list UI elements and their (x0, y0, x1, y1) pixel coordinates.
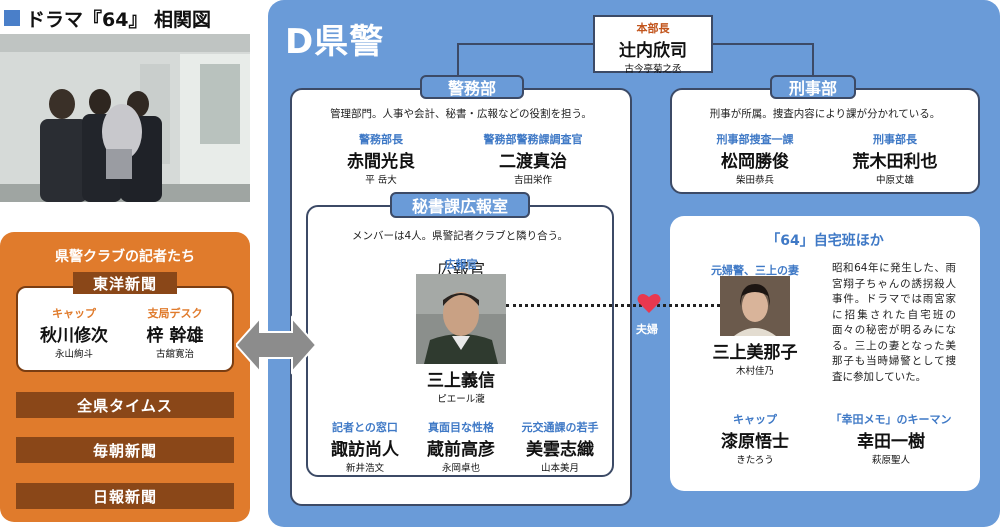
keiji-department-box (670, 88, 980, 194)
person-arakida: 刑事部長 荒木田利也 中原丈雄 (830, 131, 960, 186)
person-role: 警務部警務課調査官 (483, 133, 583, 146)
person-name: 三上義信 (427, 371, 495, 391)
person-name: 三上美那子 (712, 343, 798, 363)
person-minako: 三上美那子 木村佳乃 (690, 338, 820, 377)
person-actor: きたろう (736, 455, 774, 466)
person-actor: 柴田恭兵 (735, 175, 774, 186)
wife-role: 元婦警、三上の妻 (711, 264, 799, 277)
person-matsuoka: 刑事部捜査一課 松岡勝俊 柴田恭兵 (690, 131, 820, 186)
person-actor: 中原丈雄 (875, 175, 914, 186)
person-akama: 警務部長 赤間光良 平 岳大 (316, 131, 446, 186)
jitaku-team-box (670, 216, 980, 491)
hq-chief-box: 本部長 辻内欣司 古今亭菊之丞 (593, 15, 713, 75)
press-club-title: 県警クラブの記者たち (55, 249, 195, 265)
toyo-newspaper-label: 東洋新聞 (73, 272, 177, 294)
person-name: 漆原悟士 (721, 432, 789, 452)
person-azusa: 支局デスク 梓 幹雄 古舘寛治 (125, 305, 225, 360)
person-actor: 吉田栄作 (513, 175, 552, 186)
person-koda: 「幸田メモ」のキーマン 幸田一樹 萩原聖人 (818, 411, 964, 466)
newspaper-zenken-times: 全県タイムス (16, 392, 234, 418)
person-role: キャップ (52, 307, 96, 320)
person-akikawa: キャップ 秋川修次 永山絢斗 (24, 305, 124, 360)
person-actor: 木村佳乃 (735, 366, 774, 377)
person-role: 刑事部捜査一課 (716, 133, 794, 146)
person-name: 荒木田利也 (852, 152, 938, 172)
org-connector-lines (457, 43, 814, 87)
jitaku-team-title: 「64」自宅班ほか (766, 233, 884, 249)
double-arrow-icon (236, 315, 316, 375)
person-mikumo: 元交通課の若手 美雲志織 山本美月 (508, 419, 612, 474)
person-urushibara: キャップ 漆原悟士 きたろう (690, 411, 820, 466)
person-actor: 古舘寛治 (155, 349, 194, 360)
person-actor: 萩原聖人 (871, 455, 910, 466)
keiji-department-label: 刑事部 (770, 75, 856, 99)
scene-photo (0, 34, 250, 202)
keimu-description: 管理部門。人事や会計、秘書・広報などの役割を担う。 (330, 108, 592, 120)
newspaper-nippo: 日報新聞 (16, 483, 234, 509)
person-role: 警務部長 (359, 133, 403, 146)
photo-mikami-yoshinobu (416, 274, 506, 364)
person-actor: 山本美月 (540, 463, 579, 474)
person-suwa: 記者との窓口 諏訪尚人 新井浩文 (318, 419, 412, 474)
person-actor: 新井浩文 (345, 463, 384, 474)
hq-role: 本部長 (636, 22, 670, 35)
person-actor: ピエール瀧 (437, 394, 485, 405)
pr-office-description: メンバーは4人。県警記者クラブと隣り合う。 (351, 230, 569, 242)
diagram-title: ドラマ『64』 相関図 (4, 4, 211, 32)
title-text: ドラマ『64』 相関図 (26, 8, 212, 31)
toyo-newspaper-box (16, 286, 234, 372)
person-role: 元交通課の若手 (521, 421, 599, 434)
person-futawatari: 警務部警務課調査官 二渡真治 吉田栄作 (458, 131, 608, 186)
hq-actor: 古今亭菊之丞 (624, 64, 682, 75)
pr-lead-role-label: 広報官 (444, 258, 478, 271)
person-role: 真面目な性格 (428, 421, 494, 434)
pr-office-label: 秘書課広報室 (390, 192, 530, 218)
person-role: 刑事部長 (873, 133, 917, 146)
photo-mikami-minako (720, 276, 790, 336)
person-name: 梓 幹雄 (146, 326, 204, 346)
newspaper-maicho: 毎朝新聞 (16, 437, 234, 463)
spouse-relation-label: 夫婦 (636, 323, 658, 336)
person-name: 松岡勝俊 (721, 152, 789, 172)
person-name: 幸田一樹 (857, 432, 925, 452)
person-role: 支局デスク (147, 307, 203, 320)
spouse-relation-line (506, 304, 720, 307)
person-role: 記者との窓口 (332, 421, 398, 434)
person-actor: 平 岳大 (365, 175, 397, 186)
person-actor: 永岡卓也 (441, 463, 480, 474)
title-marker (4, 10, 20, 26)
person-name: 蔵前高彦 (427, 440, 495, 460)
heart-icon (637, 294, 661, 313)
person-name: 赤間光良 (347, 152, 415, 172)
person-name: 諏訪尚人 (331, 440, 399, 460)
hq-name: 辻内欣司 (619, 41, 687, 61)
keimu-department-label: 警務部 (420, 75, 524, 99)
person-kuramae: 真面目な性格 蔵前高彦 永岡卓也 (414, 419, 508, 474)
person-role: キャップ (733, 413, 777, 426)
keiji-description: 刑事が所属。捜査内容により課が分かれている。 (709, 108, 941, 120)
d-prefecture-police-title: D県警 (285, 22, 385, 62)
person-name: 二渡真治 (499, 152, 567, 172)
person-role: 「幸田メモ」のキーマン (830, 413, 952, 426)
case-description: 昭和64年に発生した、雨宮翔子ちゃんの誘拐殺人事件。ドラマでは雨宮家に招集された… (832, 262, 956, 383)
person-mikami: 三上義信 ピエール瀧 (395, 366, 527, 405)
person-actor: 永山絢斗 (54, 349, 93, 360)
person-name: 美雲志織 (526, 440, 594, 460)
person-name: 秋川修次 (40, 326, 108, 346)
